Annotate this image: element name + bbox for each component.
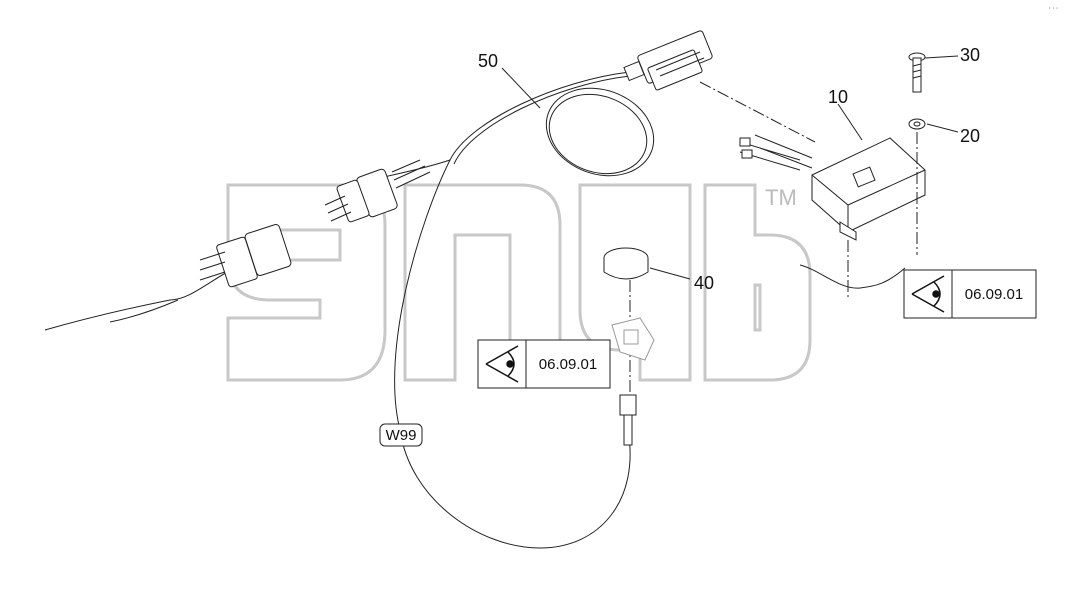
watermark bbox=[226, 183, 812, 382]
switch-bracket bbox=[611, 317, 655, 361]
callout-40: 40 bbox=[694, 273, 714, 293]
watermark-tm: TM bbox=[765, 185, 797, 210]
control-unit bbox=[739, 134, 926, 241]
callout-20: 20 bbox=[960, 126, 980, 146]
corner-mark: ··· bbox=[1048, 5, 1059, 12]
alignment-lines bbox=[629, 81, 918, 395]
callout-30: 30 bbox=[960, 45, 980, 65]
wire-harness-w99 bbox=[44, 71, 655, 549]
view-reference-1-label: 06.09.01 bbox=[539, 356, 597, 373]
callout-50: 50 bbox=[478, 51, 498, 71]
view-reference-2-label: 06.09.01 bbox=[965, 286, 1023, 303]
ground-wire bbox=[799, 264, 906, 289]
bolt bbox=[908, 52, 926, 93]
svg-text:W99: W99 bbox=[386, 427, 417, 444]
leader-lines bbox=[501, 55, 959, 280]
cap bbox=[603, 247, 649, 280]
callout-10: 10 bbox=[828, 87, 848, 107]
harness-connector-top bbox=[623, 30, 713, 91]
harness-connector-left bbox=[199, 159, 431, 288]
view-reference-1[interactable]: 06.09.01 bbox=[477, 339, 611, 389]
washer bbox=[908, 118, 926, 130]
wire-label-w99: W99 bbox=[379, 423, 423, 447]
view-reference-2[interactable]: 06.09.01 bbox=[903, 269, 1037, 319]
eye-icon bbox=[485, 345, 519, 383]
sensor-switch bbox=[619, 394, 637, 446]
eye-icon bbox=[911, 275, 945, 313]
